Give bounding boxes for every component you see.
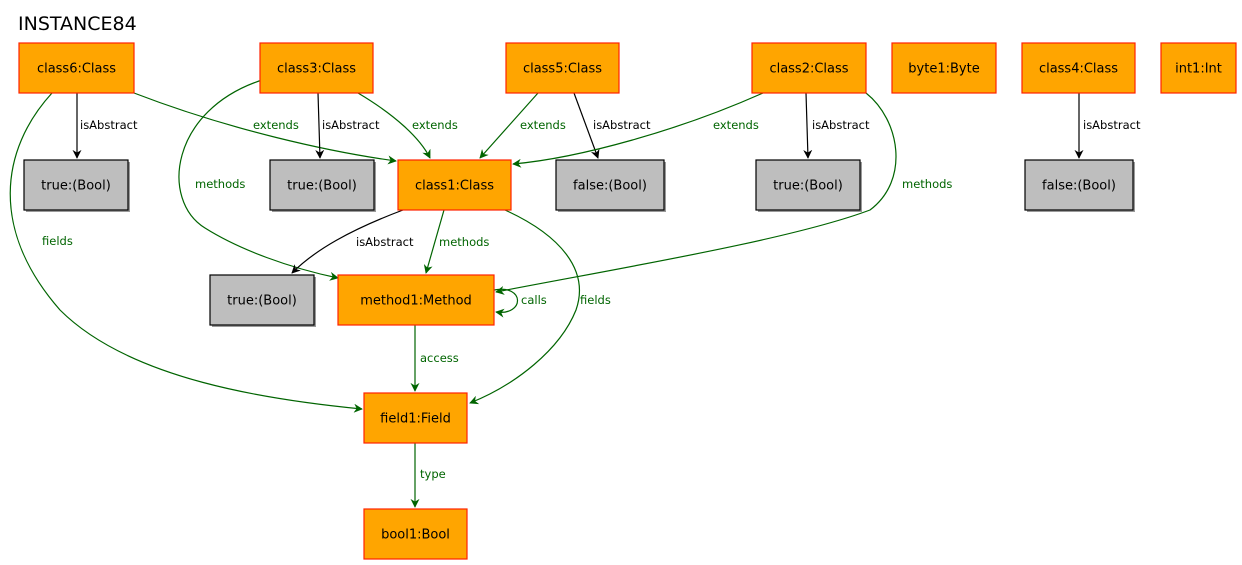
- node-box: [18, 42, 135, 94]
- node-box: [555, 159, 665, 211]
- node-label: class1:Class: [415, 179, 494, 194]
- edge-extends-class5-to-class1: [479, 92, 539, 159]
- edge-extends-class6-to-class1: [133, 92, 397, 165]
- edges-layer: isAbstract extends fields isAbstract extends…: [9, 79, 1141, 508]
- nodes-layer: class6:Class class3:Class class5:Class clas…: [18, 42, 1237, 560]
- edge-label: methods: [195, 177, 245, 191]
- node-true_c1[interactable]: true:(Bool): [209, 274, 316, 327]
- node-label: true:(Bool): [773, 179, 843, 194]
- edge-fields-class6-to-field1: [9, 92, 363, 413]
- edge-isabstract-class1-to-true_c1: [291, 209, 404, 274]
- edge-extends-class3-to-class1: [357, 92, 431, 159]
- edge-label: extends: [412, 118, 458, 132]
- diagram-title: INSTANCE84: [18, 13, 137, 35]
- edge-label: methods: [439, 235, 489, 249]
- node-label: false:(Bool): [573, 179, 647, 194]
- node-int1[interactable]: int1:Int: [1160, 42, 1237, 94]
- edge-methods-class3-to-method1: [178, 79, 339, 281]
- edge-isabstract-class5-to-false_c5: [573, 92, 600, 159]
- node-box: [269, 159, 375, 211]
- node-bool1[interactable]: bool1:Bool: [363, 508, 468, 560]
- node-class6[interactable]: class6:Class: [18, 42, 135, 94]
- node-class4[interactable]: class4:Class: [1021, 42, 1136, 94]
- node-class5[interactable]: class5:Class: [505, 42, 620, 94]
- edge-label: extends: [253, 118, 299, 132]
- edge-isabstract-class2-to-true_c2: [803, 92, 813, 159]
- node-field1[interactable]: field1:Field: [363, 392, 468, 444]
- node-false_c4[interactable]: false:(Bool): [1024, 159, 1135, 212]
- edge-calls-method1-to-method1: [493, 288, 519, 318]
- node-byte1[interactable]: byte1:Byte: [891, 42, 997, 94]
- node-class3[interactable]: class3:Class: [259, 42, 374, 94]
- edge-label: methods: [902, 177, 952, 191]
- node-box: [259, 42, 374, 94]
- edge-label: isAbstract: [593, 118, 651, 132]
- node-box: [209, 274, 315, 326]
- edge-label: access: [420, 351, 459, 365]
- node-box: [363, 508, 468, 560]
- node-box: [755, 159, 861, 211]
- edge-fields-class1-to-field1: [469, 209, 581, 405]
- node-box: [505, 42, 620, 94]
- edge-label: isAbstract: [322, 118, 380, 132]
- edge-label: calls: [521, 293, 547, 307]
- node-label: int1:Int: [1175, 62, 1222, 77]
- node-class2[interactable]: class2:Class: [751, 42, 867, 94]
- node-label: true:(Bool): [227, 294, 297, 309]
- node-label: class5:Class: [523, 62, 602, 77]
- edge-label: type: [420, 467, 446, 481]
- node-label: bool1:Bool: [381, 528, 450, 543]
- edge-label: extends: [713, 118, 759, 132]
- edge-label: isAbstract: [356, 235, 414, 249]
- edge-extends-class2-to-class1: [512, 92, 764, 168]
- node-label: class4:Class: [1039, 62, 1118, 77]
- node-label: method1:Method: [360, 294, 472, 309]
- node-box: [1024, 159, 1134, 211]
- edge-label: isAbstract: [812, 118, 870, 132]
- node-label: class6:Class: [37, 62, 116, 77]
- node-label: true:(Bool): [41, 179, 111, 194]
- edge-isabstract-class3-to-true_c3: [315, 92, 325, 159]
- edge-methods-class2-to-method1: [495, 92, 897, 295]
- node-false_c5[interactable]: false:(Bool): [555, 159, 666, 212]
- node-true_c3[interactable]: true:(Bool): [269, 159, 376, 212]
- node-class1[interactable]: class1:Class: [397, 159, 512, 211]
- edge-label: isAbstract: [80, 118, 138, 132]
- node-box: [1160, 42, 1237, 94]
- edge-label: fields: [42, 234, 73, 248]
- node-box: [363, 392, 468, 444]
- node-box: [23, 159, 129, 211]
- node-label: false:(Bool): [1042, 179, 1116, 194]
- node-true_c2[interactable]: true:(Bool): [755, 159, 862, 212]
- node-box: [751, 42, 867, 94]
- node-box: [1021, 42, 1136, 94]
- edge-label: extends: [520, 118, 566, 132]
- node-box: [337, 274, 495, 326]
- edge-label: isAbstract: [1083, 118, 1141, 132]
- node-label: field1:Field: [380, 412, 451, 427]
- node-label: class3:Class: [277, 62, 356, 77]
- edge-label: fields: [580, 293, 611, 307]
- node-true_c6[interactable]: true:(Bool): [23, 159, 130, 212]
- node-box: [891, 42, 997, 94]
- node-label: true:(Bool): [287, 179, 357, 194]
- edge-methods-class1-to-method1: [423, 209, 445, 274]
- node-method1[interactable]: method1:Method: [337, 274, 495, 326]
- node-label: class2:Class: [769, 62, 848, 77]
- node-box: [397, 159, 512, 211]
- node-label: byte1:Byte: [908, 62, 979, 77]
